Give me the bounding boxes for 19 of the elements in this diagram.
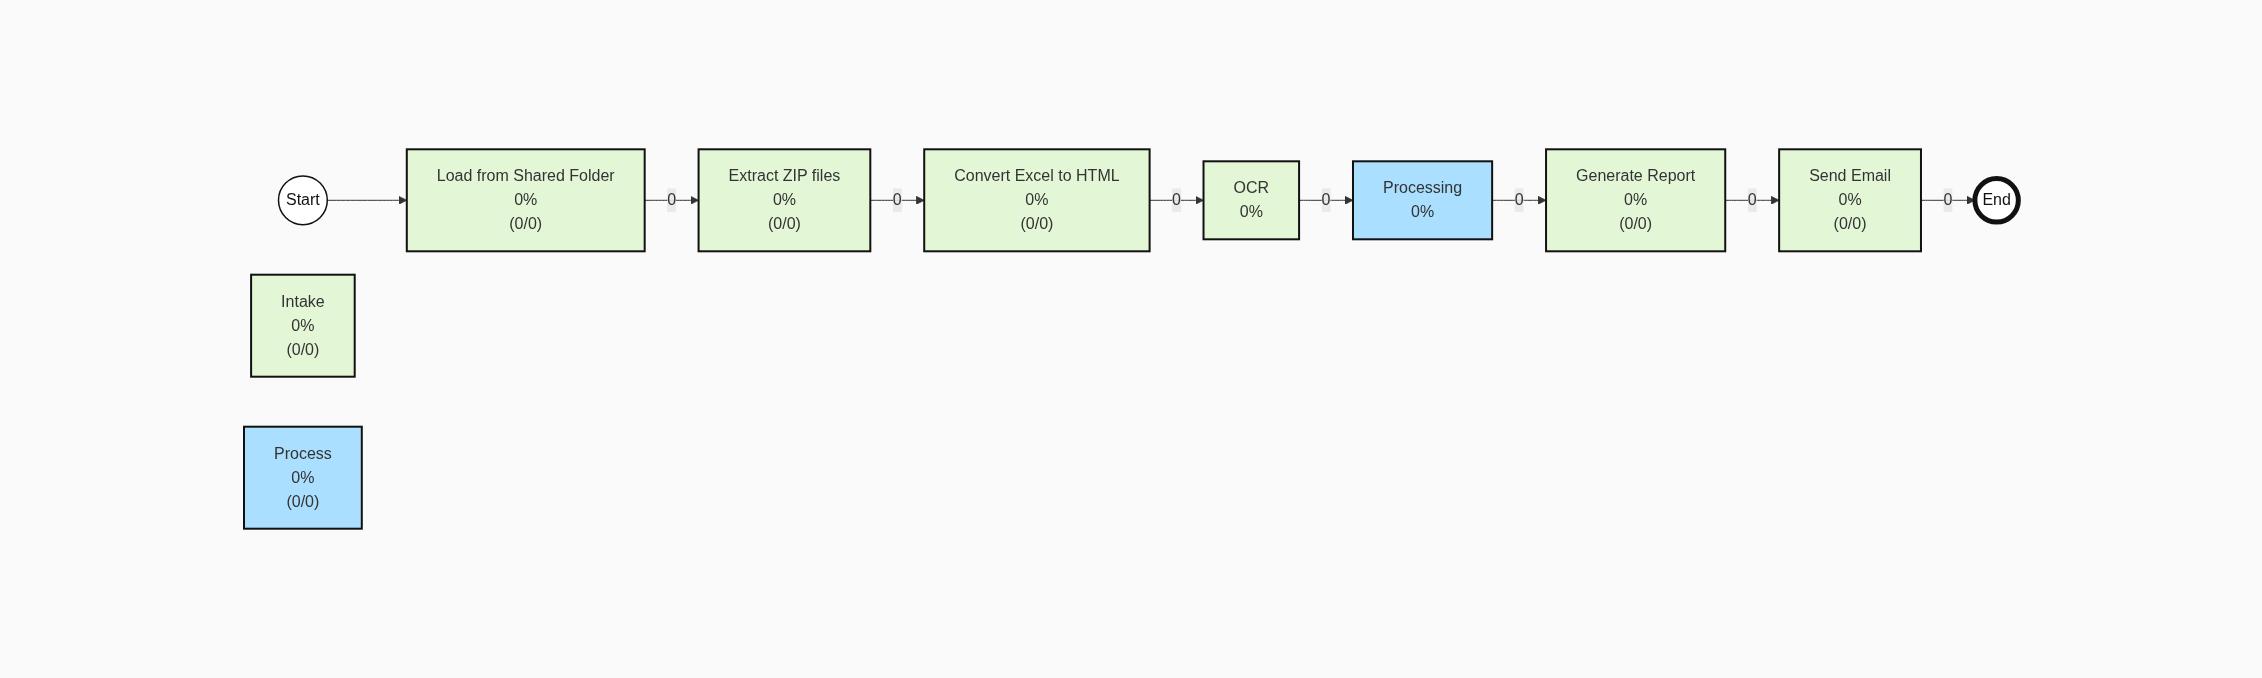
- node-box: Intake 0% (0/0): [249, 273, 356, 378]
- node-box: Process 0% (0/0): [242, 425, 363, 530]
- edge-label: 0: [1514, 191, 1524, 209]
- node-box: Convert Excel to HTML 0% (0/0): [923, 148, 1151, 253]
- edge-label: 0: [1747, 191, 1757, 209]
- node-circle: Start: [277, 175, 328, 226]
- arrow: [644, 195, 699, 205]
- edge-label: 0: [1321, 191, 1331, 209]
- node-box: Processing 0%: [1351, 160, 1493, 241]
- node-box: Extract ZIP files 0% (0/0): [697, 148, 872, 253]
- edge-label: 0: [667, 191, 676, 209]
- node-box: Generate Report 0% (0/0): [1544, 148, 1727, 253]
- node-box: OCR 0%: [1202, 160, 1300, 241]
- edge-label: 0: [1943, 191, 1953, 209]
- edge-label: 0: [892, 191, 902, 209]
- node-box: Send Email 0% (0/0): [1777, 148, 1922, 253]
- edge-label: 0: [1171, 191, 1181, 209]
- node-box: Load from Shared Folder 0% (0/0): [405, 148, 646, 253]
- node-circle: End: [1972, 176, 2021, 225]
